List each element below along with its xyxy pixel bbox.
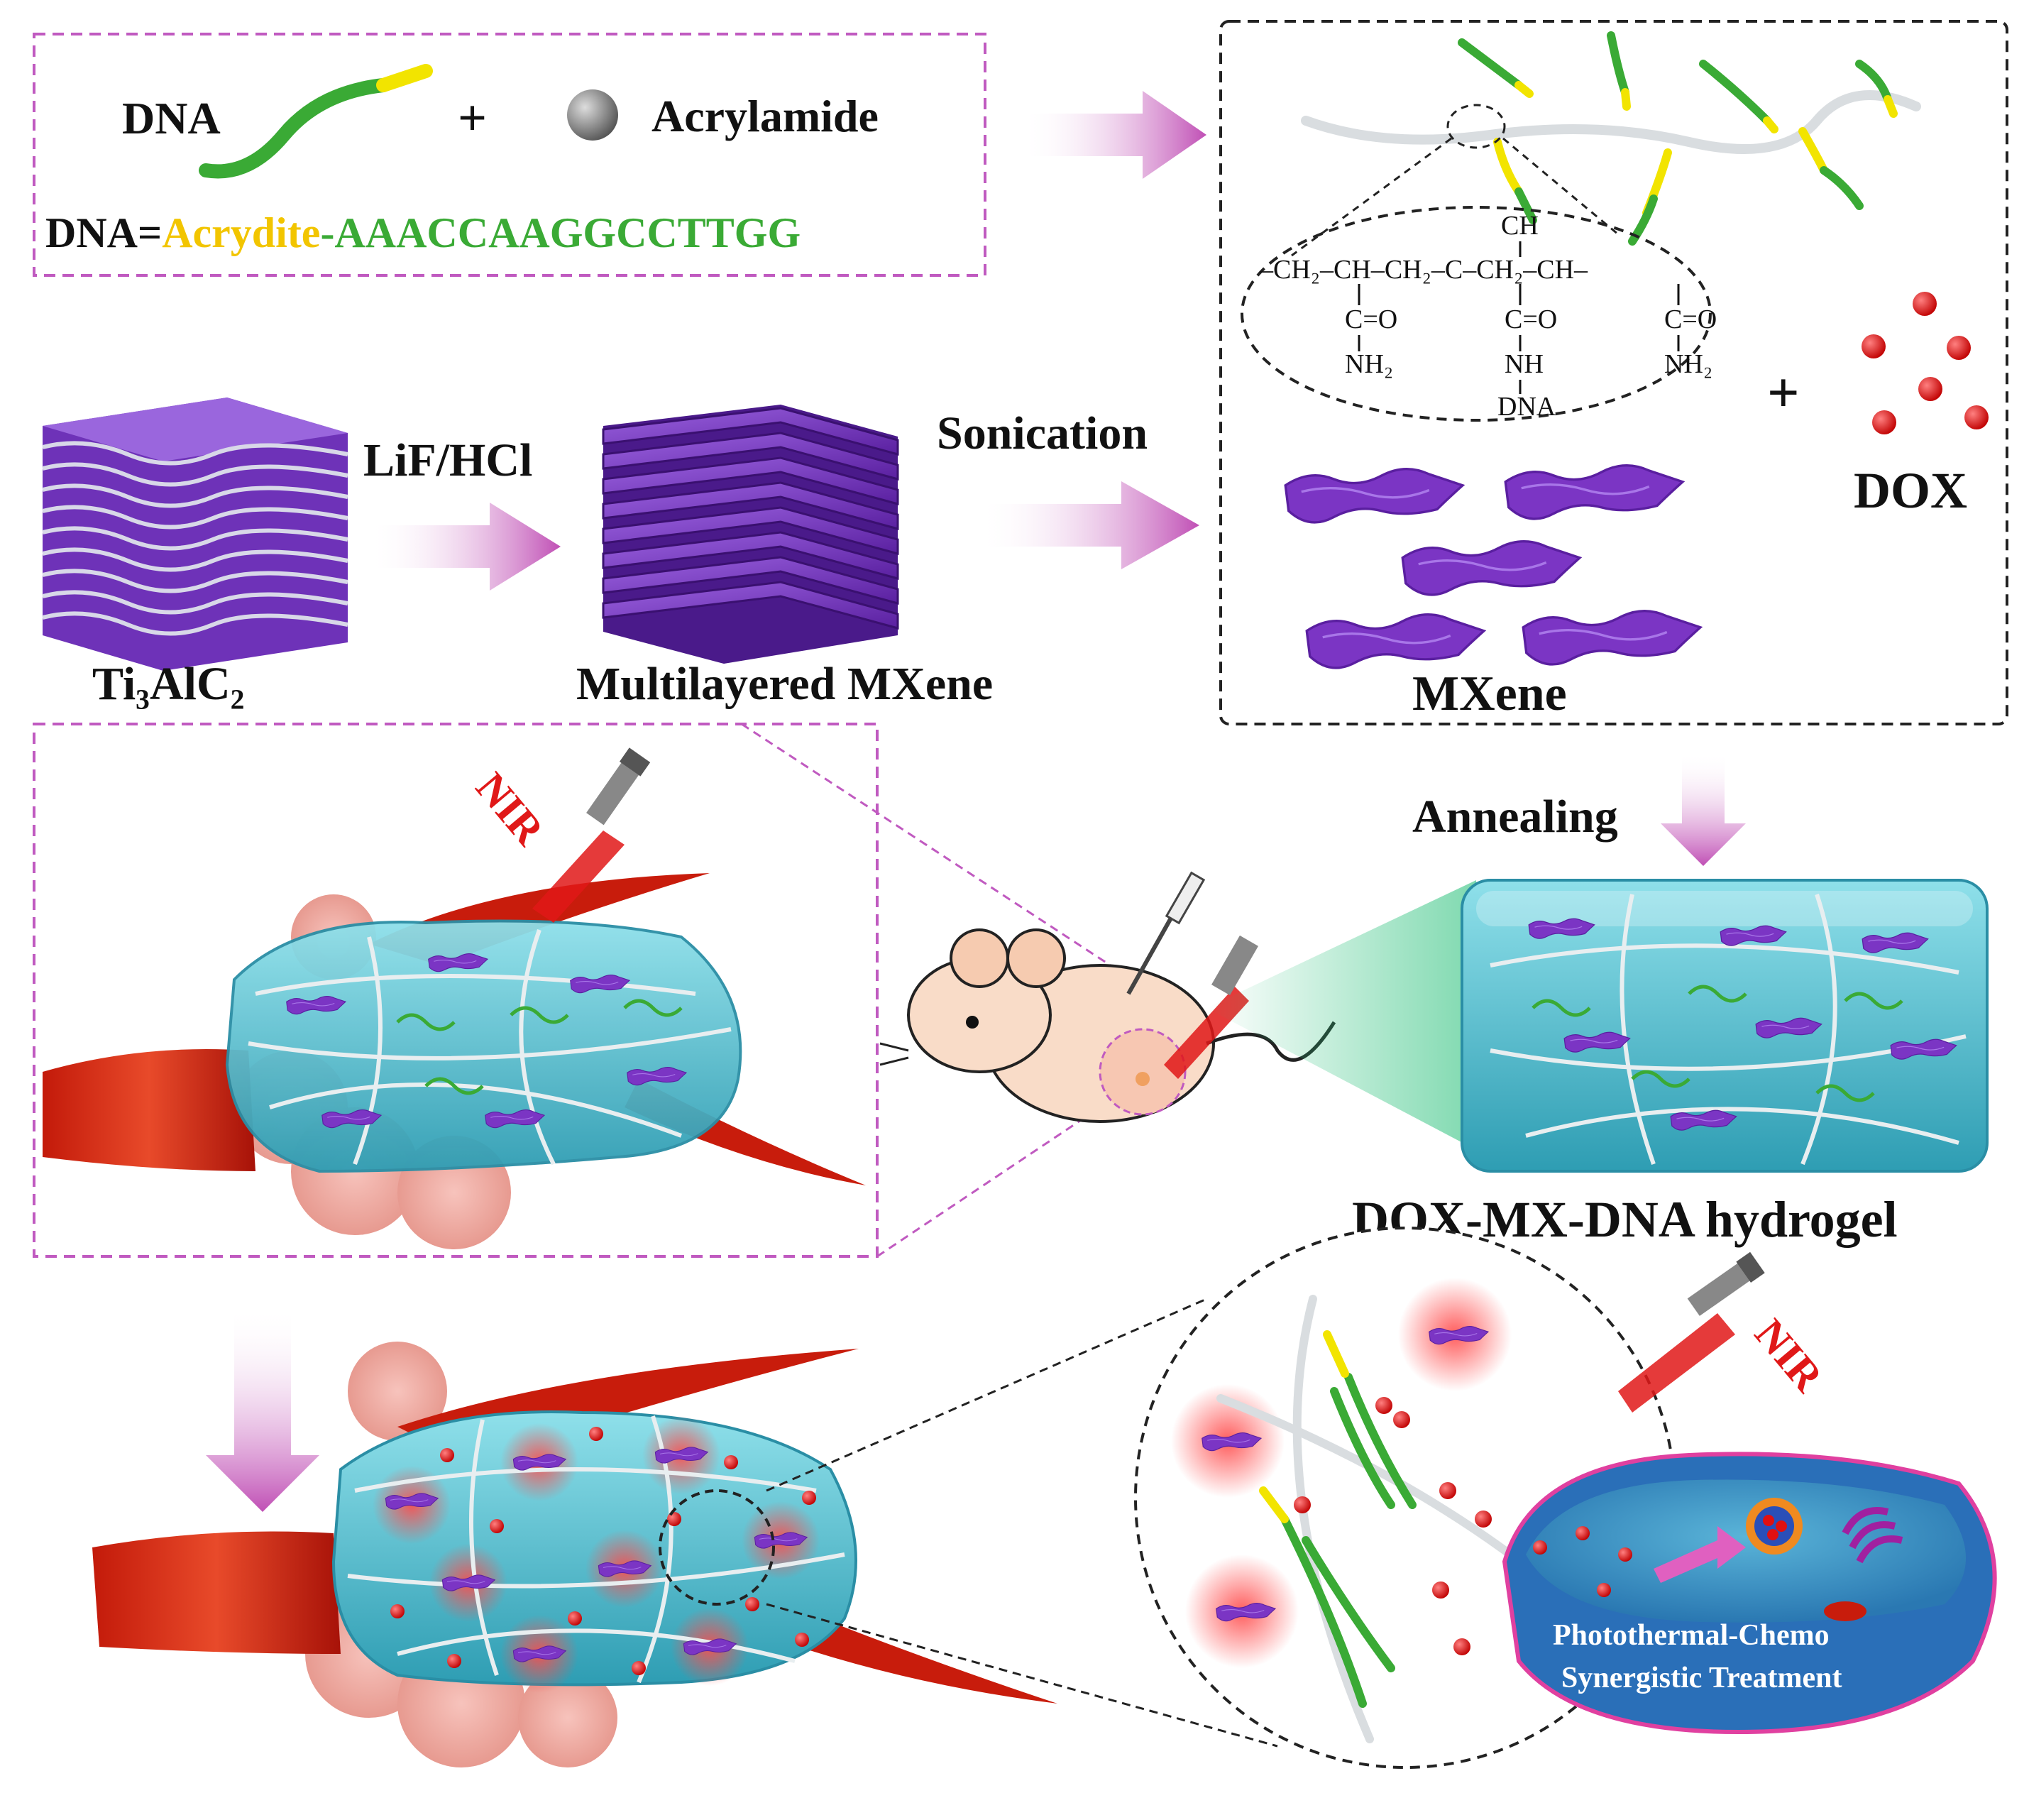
polymer-backbone	[1301, 90, 1921, 154]
nir-beam-top	[532, 830, 625, 923]
laser-pointer-top-icon	[586, 747, 651, 826]
blood-vessel-top	[43, 1049, 255, 1171]
plus-sign: +	[458, 89, 487, 146]
svg-text:CH: CH	[1501, 211, 1539, 241]
ti3alc2-block	[42, 398, 348, 671]
tumor-panel-frame	[33, 723, 879, 1258]
monomer-panel-frame	[33, 33, 986, 277]
ti3alc2-label: Ti₃AlC₂	[92, 658, 244, 710]
polyacrylamide-structure: CH –CH₂–CH–CH₂–C–CH₂–CH– C=O C=O C=O NH₂…	[1259, 211, 1717, 422]
arrow-sonication	[979, 481, 1199, 569]
treatment-label-line2: Synergistic Treatment	[1561, 1662, 1842, 1694]
arrow-etching	[369, 503, 561, 591]
dna-label: DNA	[122, 93, 221, 143]
dna-crosslinks-top	[396, 999, 683, 1095]
dox-label: DOX	[1854, 462, 1967, 519]
zoom-beam-green	[1206, 880, 1476, 1150]
zoom-dox-molecules	[1294, 1397, 1598, 1655]
dox-molecules	[1862, 292, 1989, 434]
arrow-annealing	[1661, 752, 1746, 866]
blood-vessel-bottom	[92, 1531, 341, 1654]
svg-text:NH₂: NH₂	[1345, 349, 1393, 379]
hydrogel-block	[1461, 879, 1989, 1173]
acrydite-end-icon	[376, 64, 433, 92]
acrylamide-ball-icon	[567, 89, 618, 141]
svg-text:–CH₂–CH–CH₂–C–CH₂–CH–: –CH₂–CH–CH₂–C–CH₂–CH–	[1259, 255, 1588, 285]
plus-dox: +	[1767, 362, 1800, 424]
zoom-circle-bottom-small	[659, 1489, 775, 1606]
nir-label-bottom: NIR	[1746, 1310, 1832, 1400]
annealing-label: Annealing	[1412, 791, 1618, 843]
zoom-circle-small	[1446, 104, 1506, 149]
dna-sequence-equation: DNA=Acrydite-AAACCAAGGCCTTGG	[45, 209, 801, 256]
svg-text:DNA: DNA	[1497, 392, 1556, 422]
mxene-label: MXene	[1412, 667, 1567, 721]
svg-text:C=O: C=O	[1345, 305, 1397, 334]
nir-label-top: NIR	[467, 764, 554, 854]
svg-text:NH₂: NH₂	[1664, 349, 1712, 379]
mouse-illustration	[879, 871, 1336, 1123]
dna-strand-icon	[199, 78, 390, 179]
svg-text:C=O: C=O	[1505, 305, 1557, 334]
arrow-down-treatment	[206, 1306, 319, 1512]
arrow-monomers-to-polymer	[1022, 91, 1206, 179]
polymer-panel-frame	[1219, 20, 2008, 725]
dox-in-gel-bottom	[390, 1427, 816, 1675]
sonication-label: Sonication	[937, 407, 1148, 459]
svg-text:C=O: C=O	[1664, 305, 1717, 334]
multilayered-mxene-block	[602, 405, 899, 664]
structure-ellipse	[1241, 206, 1712, 422]
laser-pointer-bottom-icon	[1687, 1251, 1765, 1316]
multilayered-mxene-label: Multilayered MXene	[576, 658, 993, 710]
svg-text:NH: NH	[1505, 349, 1544, 379]
lif-hcl-label: LiF/HCl	[363, 434, 532, 486]
cancer-cell	[1502, 1452, 1997, 1735]
dna-side-chains	[1458, 31, 1898, 246]
nir-beam-bottom	[1618, 1313, 1735, 1413]
acrylamide-label: Acrylamide	[651, 91, 879, 141]
mxene-nanosheets	[1284, 464, 1702, 669]
treatment-label-line1: Photothermal-Chemo	[1553, 1619, 1830, 1652]
